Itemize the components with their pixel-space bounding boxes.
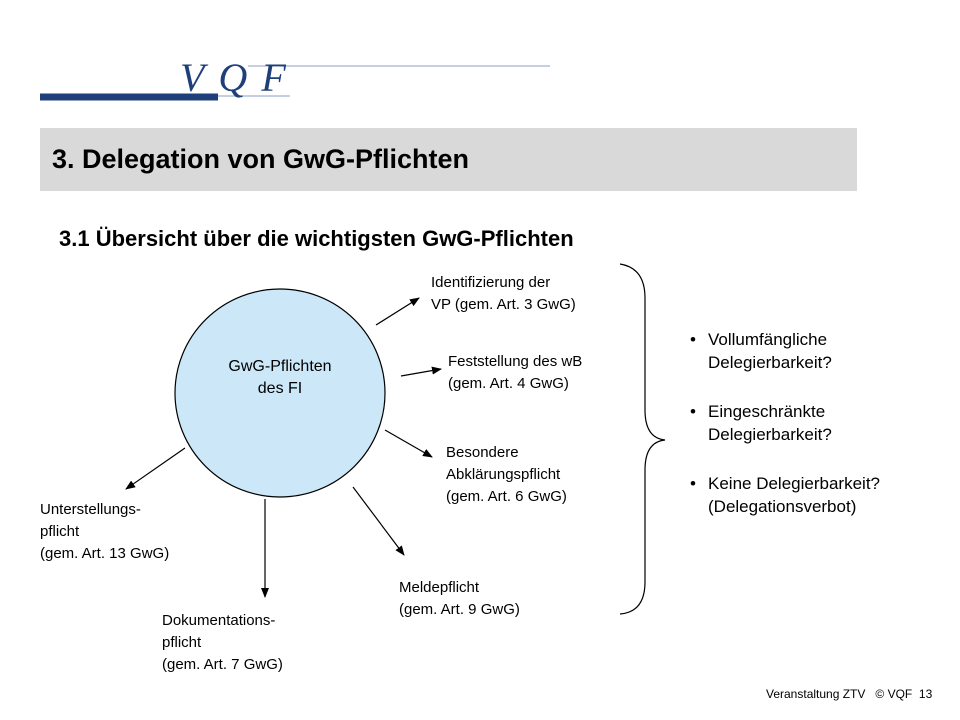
duty-dokumentation: Dokumentations- pflicht (gem. Art. 7 GwG…: [162, 610, 283, 676]
duty-line: (gem. Art. 7 GwG): [162, 656, 283, 673]
center-label-line2: des FI: [257, 380, 303, 397]
duty-line: (gem. Art. 13 GwG): [40, 545, 170, 562]
arrow-feststellung: [400, 366, 442, 377]
duty-line: Abklärungspflicht: [446, 466, 561, 483]
option-line: Eingeschränkte: [708, 402, 826, 421]
center-label-line1: GwG-Pflichten: [228, 358, 332, 375]
duty-line: Unterstellungs-: [40, 501, 141, 518]
duty-line: pflicht: [40, 523, 80, 540]
title-bar: 3. Delegation von GwG-Pflichten: [40, 128, 857, 191]
logo-lines: [40, 65, 550, 101]
arrow-meldepflicht: [352, 486, 405, 556]
arrow-identifizierung: [375, 297, 420, 326]
right-brace: [619, 263, 666, 615]
duty-line: (gem. Art. 4 GwG): [448, 375, 569, 392]
logo-text: VQF: [180, 55, 300, 100]
option-line: Vollumfängliche: [708, 330, 828, 349]
section-subtitle: 3.1 Übersicht über die wichtigsten GwG-P…: [59, 226, 574, 251]
page-number: 13: [918, 687, 933, 701]
center-label: GwG-Pflichten des FI: [190, 356, 370, 400]
duty-line: pflicht: [162, 634, 202, 651]
option-line: Delegierbarkeit?: [708, 425, 832, 444]
arrow-unterstellung: [125, 447, 186, 490]
duty-line: VP (gem. Art. 3 GwG): [431, 296, 576, 313]
page-title: 3. Delegation von GwG-Pflichten: [52, 144, 470, 174]
option-line: Keine Delegierbarkeit?: [708, 474, 880, 493]
duty-line: (gem. Art. 9 GwG): [399, 601, 520, 618]
option-keine: Keine Delegierbarkeit? (Delegationsverbo…: [690, 472, 880, 518]
footer-event: Veranstaltung ZTV: [766, 687, 866, 701]
duty-line: (gem. Art. 6 GwG): [446, 488, 567, 505]
duty-unterstellung: Unterstellungs- pflicht (gem. Art. 13 Gw…: [40, 499, 169, 565]
delegation-options: Vollumfängliche Delegierbarkeit? Eingesc…: [690, 328, 880, 544]
center-circle: [174, 288, 386, 498]
duty-line: Besondere: [446, 444, 519, 461]
duty-line: Identifizierung der: [431, 274, 551, 291]
footer-copyright: © VQF: [875, 687, 913, 701]
option-eingeschraenkt: Eingeschränkte Delegierbarkeit?: [690, 400, 880, 446]
footer: Veranstaltung ZTV © VQF 13: [766, 686, 932, 702]
vqf-logo: VQF: [0, 0, 560, 110]
duty-abklaerung: Besondere Abklärungspflicht (gem. Art. 6…: [446, 442, 567, 508]
duty-identifizierung: Identifizierung der VP (gem. Art. 3 GwG): [431, 272, 576, 316]
option-vollumfaenglich: Vollumfängliche Delegierbarkeit?: [690, 328, 880, 374]
duty-line: Meldepflicht: [399, 579, 480, 596]
option-line: Delegierbarkeit?: [708, 353, 832, 372]
option-line: (Delegationsverbot): [708, 497, 857, 516]
duty-line: Dokumentations-: [162, 612, 276, 629]
duty-line: Feststellung des wB: [448, 353, 583, 370]
arrow-abklaerung: [384, 429, 433, 458]
duty-meldepflicht: Meldepflicht (gem. Art. 9 GwG): [399, 577, 520, 621]
duty-feststellung: Feststellung des wB (gem. Art. 4 GwG): [448, 351, 582, 395]
